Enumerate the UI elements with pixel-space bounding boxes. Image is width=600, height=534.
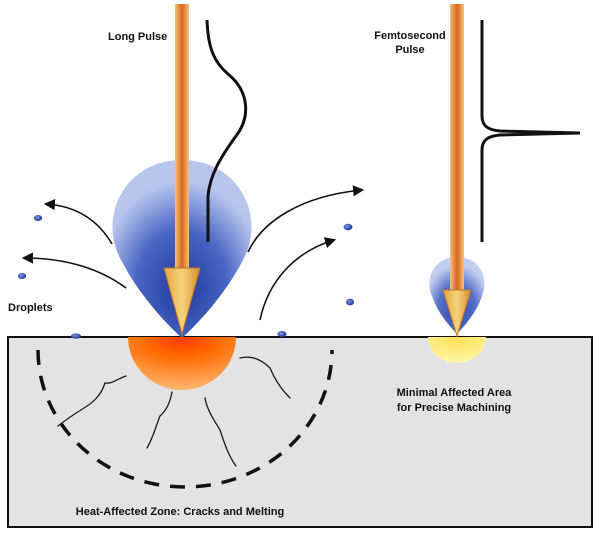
droplet-dot-icon <box>343 223 353 231</box>
heat-affected-zone-boundary <box>36 349 334 489</box>
minimal-affected-area-label-line1: Minimal Affected Area <box>397 387 513 399</box>
femtosecond-beam <box>450 4 464 292</box>
heat-affected-zone-label: Heat-Affected Zone: Cracks and Melting <box>76 506 284 518</box>
minimal-affected-area-label-line2: for Precise Machining <box>397 402 511 414</box>
minimal-affected-spot <box>428 337 486 363</box>
femtosecond-pulse-label-line2: Pulse <box>395 44 424 56</box>
droplet-dot-icon <box>277 331 287 337</box>
long-pulse-waveform-icon <box>205 19 248 242</box>
droplet-dot-icon <box>33 215 43 221</box>
femtosecond-waveform-icon <box>480 20 581 242</box>
melt-pool <box>128 337 236 390</box>
droplet-dot-icon <box>71 333 81 339</box>
long-pulse-label: Long Pulse <box>108 31 167 43</box>
droplet-dot-icon <box>17 273 27 279</box>
ejection-arrows <box>21 185 365 321</box>
femtosecond-pulse-label-line1: Femtosecond <box>374 30 446 42</box>
long-pulse-beam <box>175 4 189 272</box>
long-pulse-beam-arrowhead <box>163 267 201 336</box>
cracks <box>57 356 291 467</box>
droplets-label: Droplets <box>8 302 53 314</box>
femtosecond-beam-arrowhead <box>442 289 472 338</box>
droplet-dot-icon <box>346 298 354 306</box>
droplets <box>17 215 354 339</box>
material-block <box>7 336 593 528</box>
